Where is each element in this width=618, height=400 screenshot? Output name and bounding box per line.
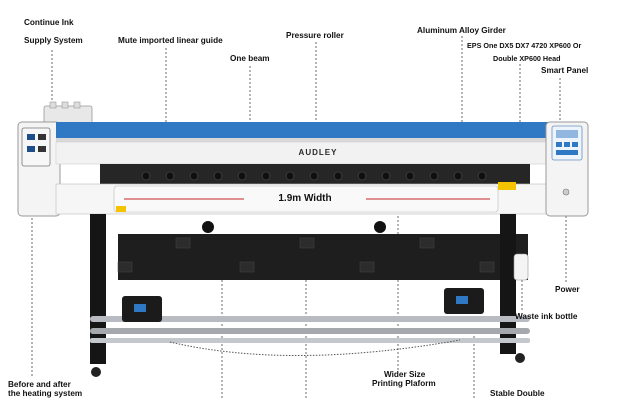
continue-ink-callout-line2: Supply System — [24, 36, 83, 45]
printer-body — [17, 121, 589, 217]
brand-logo: AUDLEY — [288, 146, 348, 160]
ink-tank — [43, 101, 93, 125]
waste-ink-callout: Waste ink bottle — [515, 312, 578, 321]
platform-callout-line2: Printing Plaform — [372, 379, 436, 388]
stable-double-callout: Stable Double — [490, 389, 545, 398]
width-label-text: 1.9m Width — [278, 193, 332, 204]
callout-leader-lines — [31, 36, 567, 400]
heating-callout-line1: Before and after — [8, 380, 71, 389]
pressure-roller-callout: Pressure roller — [286, 31, 344, 40]
print-head-callout-line2: Double XP600 Head — [493, 54, 561, 63]
width-label: 1.9m Width — [244, 191, 366, 207]
smart-panel-callout: Smart Panel — [541, 66, 589, 75]
linear-guide-callout: Mute imported linear guide — [118, 36, 223, 45]
one-beam-callout: One beam — [230, 54, 270, 63]
girder-callout: Aluminum Alloy Girder — [417, 26, 506, 35]
print-head-callout-line1: EPS One DX5 DX7 4720 XP600 Or — [467, 41, 582, 50]
continue-ink-callout-line1: Continue Ink — [24, 18, 74, 27]
heating-callout-line2: the heating system — [8, 389, 83, 398]
power-callout: Power — [555, 285, 580, 294]
platform-callout-line1: Wider Size — [384, 370, 426, 379]
printer-stand — [90, 214, 530, 377]
brand-logo-text: AUDLEY — [298, 148, 338, 157]
